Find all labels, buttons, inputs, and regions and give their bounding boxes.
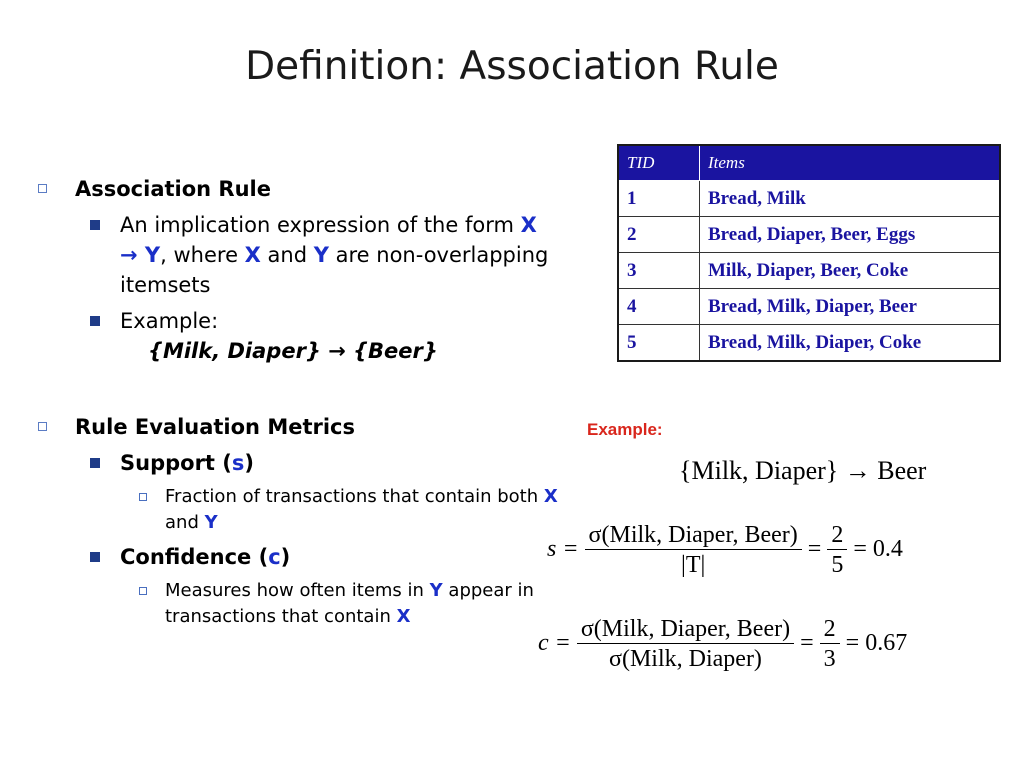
example-label-text: Example: (120, 309, 219, 333)
square-bullet-icon (90, 552, 100, 562)
cell-tid: 1 (617, 180, 700, 217)
x-symbol: X (520, 213, 537, 237)
support-and: and (165, 512, 205, 533)
confidence-formula: c = σ(Milk, Diaper, Beer) σ(Milk, Diaper… (538, 616, 907, 673)
cell-tid: 5 (617, 324, 700, 362)
transactions-table: TID Items 1 Bread, Milk 2 Bread, Diaper,… (617, 144, 1001, 362)
bullet-association-rule: Association Rule (38, 176, 558, 202)
support-eq: = (807, 536, 822, 563)
cell-tid: 2 (617, 216, 700, 253)
y-symbol: Y (144, 243, 161, 267)
square-bullet-icon (90, 316, 100, 326)
arrow-symbol: → (120, 243, 145, 267)
hollow-square-bullet-icon (38, 184, 47, 193)
confidence-label: Confidence ( (120, 545, 269, 569)
example-label: Example: (587, 420, 663, 439)
x-symbol-2: X (244, 243, 261, 267)
confidence-result: = 0.67 (845, 630, 908, 657)
confidence-x: X (396, 606, 411, 627)
table-row: 1 Bread, Milk (617, 180, 1001, 217)
rule-evaluation-heading: Rule Evaluation Metrics (75, 415, 356, 439)
support-formula: s = σ(Milk, Diaper, Beer) |T| = 2 5 = 0.… (547, 522, 903, 579)
implication-text-2: , where (160, 243, 245, 267)
bullet-support: Support (s) (38, 448, 558, 478)
square-bullet-icon (90, 458, 100, 468)
support-label: Support ( (120, 451, 232, 475)
table-row: 2 Bread, Diaper, Beer, Eggs (617, 216, 1001, 253)
cell-items: Bread, Milk (699, 180, 1001, 217)
small-hollow-square-bullet-icon (139, 587, 147, 595)
bullet-confidence-desc: Measures how often items in Y appear in … (38, 578, 558, 630)
confidence-numerator: σ(Milk, Diaper, Beer) (580, 616, 791, 642)
support-close: ) (244, 451, 254, 475)
support-value-fraction: 2 5 (827, 522, 848, 579)
table-row: 3 Milk, Diaper, Beer, Coke (617, 252, 1001, 289)
small-hollow-square-bullet-icon (139, 493, 147, 501)
table-row: 5 Bread, Milk, Diaper, Coke (617, 324, 1001, 362)
header-items: Items (699, 144, 1001, 181)
support-desc: Fraction of transactions that contain bo… (165, 486, 544, 507)
support-y: Y (204, 512, 218, 533)
support-fraction: σ(Milk, Diaper, Beer) |T| (584, 522, 802, 579)
confidence-eq: = (800, 630, 814, 657)
square-bullet-icon (90, 220, 100, 230)
header-tid: TID (617, 144, 700, 181)
table-header-row: TID Items (617, 144, 1001, 181)
confidence-value-num: 2 (823, 616, 836, 642)
implication-text-4: are non-overlapping itemsets (120, 243, 549, 297)
example-rule: {Milk, Diaper} → {Beer} (148, 339, 438, 363)
support-x: X (543, 486, 558, 507)
confidence-fraction: σ(Milk, Diaper, Beer) σ(Milk, Diaper) (576, 616, 795, 673)
cell-items: Bread, Diaper, Beer, Eggs (699, 216, 1001, 253)
support-symbol: s (231, 451, 245, 475)
table-row: 4 Bread, Milk, Diaper, Beer (617, 288, 1001, 325)
confidence-desc-1: Measures how often items in (165, 580, 430, 601)
slide-title: Definition: Association Rule (245, 44, 779, 89)
cell-items: Bread, Milk, Diaper, Coke (699, 324, 1001, 362)
bullet-confidence: Confidence (c) (38, 542, 558, 572)
confidence-symbol: c (268, 545, 281, 569)
cell-tid: 4 (617, 288, 700, 325)
bullet-implication: An implication expression of the form X … (38, 210, 558, 300)
support-numerator: σ(Milk, Diaper, Beer) (588, 522, 798, 548)
support-value-num: 2 (831, 522, 844, 548)
bullet-example: Example: {Milk, Diaper} → {Beer} (38, 306, 558, 366)
confidence-desc-2: appear in transactions that contain (165, 580, 534, 627)
cell-items: Bread, Milk, Diaper, Beer (699, 288, 1001, 325)
support-denominator: |T| (584, 549, 802, 579)
implication-text-1: An implication expression of the form (120, 213, 521, 237)
confidence-value-fraction: 2 3 (819, 616, 840, 673)
association-rule-heading: Association Rule (75, 177, 271, 201)
support-lhs: s = (547, 536, 579, 563)
confidence-lhs: c = (538, 630, 571, 657)
example-rule-formula: {Milk, Diaper} → Beer (679, 456, 927, 485)
cell-tid: 3 (617, 252, 700, 289)
support-result: = 0.4 (853, 536, 903, 563)
confidence-close: ) (280, 545, 291, 569)
y-symbol-2: Y (313, 243, 329, 267)
confidence-denominator: σ(Milk, Diaper) (576, 643, 795, 673)
bullet-rule-evaluation: Rule Evaluation Metrics (38, 414, 558, 440)
support-value-den: 5 (827, 549, 848, 579)
cell-items: Milk, Diaper, Beer, Coke (699, 252, 1001, 289)
implication-text-3: and (260, 243, 314, 267)
bullet-support-desc: Fraction of transactions that contain bo… (38, 484, 558, 536)
confidence-value-den: 3 (819, 643, 840, 673)
bullet-list: Association Rule An implication expressi… (38, 176, 558, 636)
confidence-y: Y (429, 580, 443, 601)
hollow-square-bullet-icon (38, 422, 47, 431)
